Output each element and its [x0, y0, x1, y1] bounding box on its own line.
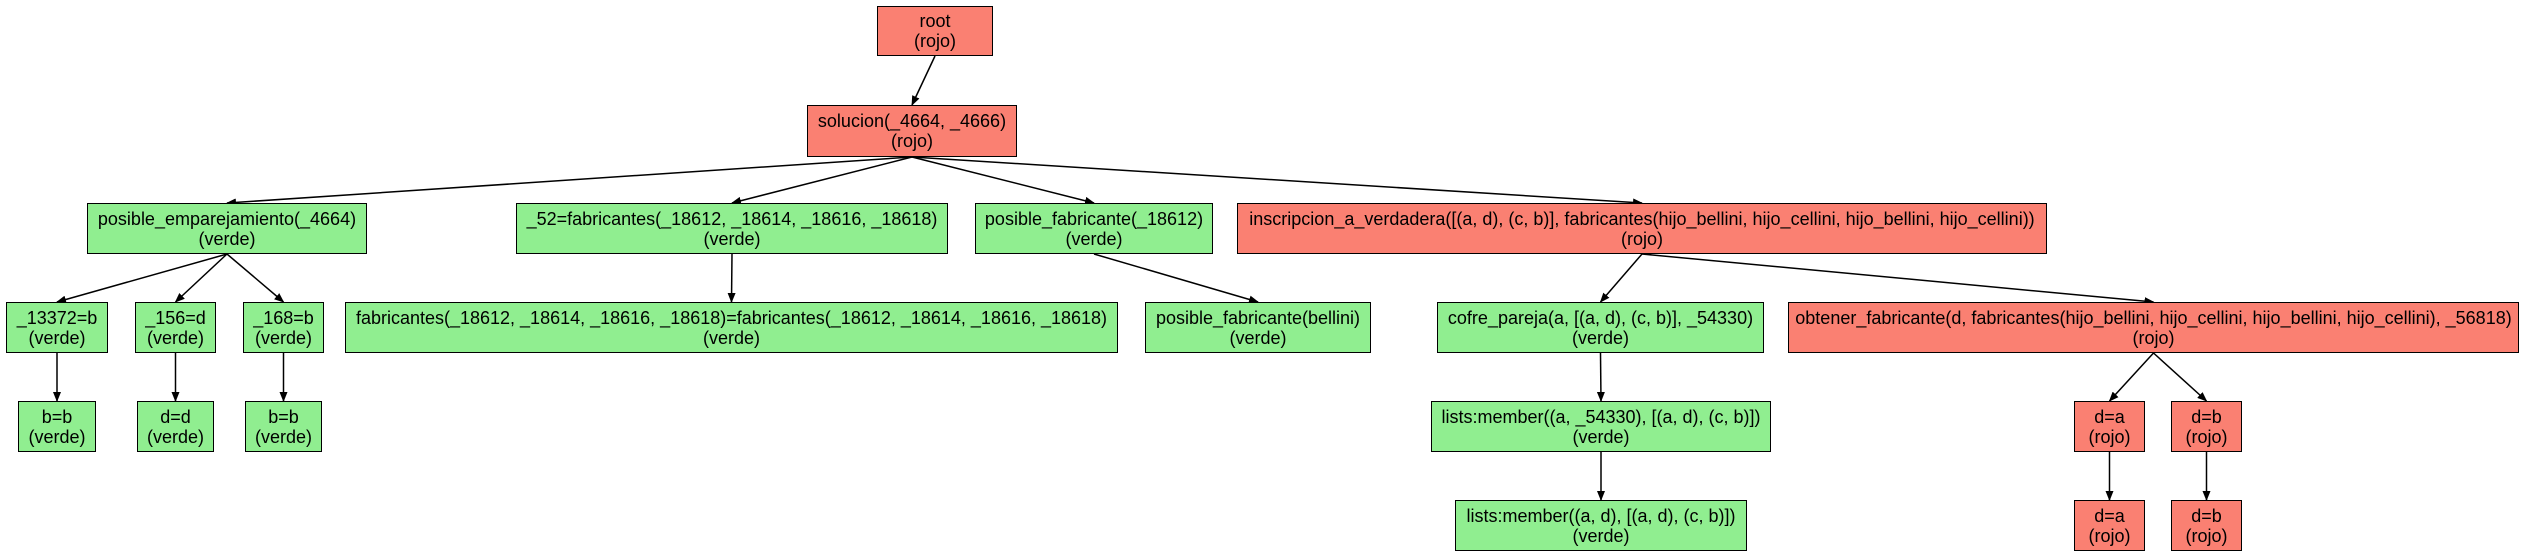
node-status: (rojo): [2185, 525, 2228, 546]
tree-node-bb2: b=b(verde): [245, 401, 322, 452]
tree-node-da2: d=a(rojo): [2074, 500, 2145, 551]
node-label: _168=b: [253, 307, 314, 328]
node-status: (rojo): [890, 131, 933, 151]
node-status: (verde): [1572, 525, 1630, 546]
node-label: d=a: [2094, 505, 2125, 526]
node-status: (rojo): [2088, 426, 2131, 447]
tree-node-fab52: _52=fabricantes(_18612, _18614, _18616, …: [516, 203, 948, 254]
node-label: d=b: [2191, 505, 2222, 526]
node-label: lists:member((a, _54330), [(a, d), (c, b…: [1441, 406, 1761, 427]
edge-posible-fab-to-posible-bellini: [1093, 253, 1259, 304]
node-label: root: [919, 11, 951, 31]
edge-solucion-to-posible-fab: [911, 156, 1095, 205]
edge-solucion-to-fab52: [731, 156, 913, 205]
tree-node-n13372: _13372=b(verde): [6, 302, 108, 353]
node-status: (rojo): [2132, 327, 2175, 348]
node-label: d=a: [2094, 406, 2125, 427]
node-label: b=b: [268, 406, 299, 427]
edge-inscripcion-to-obtener: [1641, 253, 2155, 306]
node-status: (verde): [1065, 228, 1123, 249]
node-status: (verde): [146, 426, 204, 447]
tree-node-db1: d=b(rojo): [2171, 401, 2242, 452]
node-label: posible_fabricante(_18612): [984, 208, 1204, 229]
edge-solucion-to-inscripcion: [911, 156, 1643, 207]
node-label: _52=fabricantes(_18612, _18614, _18616, …: [526, 208, 938, 229]
node-status: (verde): [702, 327, 760, 348]
node-label: cofre_pareja(a, [(a, d), (c, b)], _54330…: [1447, 307, 1754, 328]
node-status: (verde): [254, 327, 312, 348]
edge-fab52-to-fabeq: [727, 253, 736, 303]
node-status: (verde): [146, 327, 204, 348]
tree-node-dd: d=d(verde): [137, 401, 214, 452]
node-status: (rojo): [2088, 525, 2131, 546]
tree-node-da1: d=a(rojo): [2074, 401, 2145, 452]
tree-node-member1: lists:member((a, _54330), [(a, d), (c, b…: [1431, 401, 1771, 452]
node-status: (verde): [703, 228, 761, 249]
tree-node-n168: _168=b(verde): [243, 302, 324, 353]
tree-node-member2: lists:member((a, d), [(a, d), (c, b)])(v…: [1455, 500, 1747, 551]
node-status: (verde): [1571, 327, 1629, 348]
node-label: posible_emparejamiento(_4664): [97, 208, 357, 229]
node-label: d=d: [160, 406, 191, 427]
tree-node-bb1: b=b(verde): [18, 401, 96, 452]
tree-node-solucion: solucion(_4664, _4666)(rojo): [807, 105, 1017, 157]
node-status: (rojo): [913, 31, 956, 51]
edge-inscripcion-to-cofre: [1599, 253, 1643, 303]
node-status: (verde): [198, 228, 256, 249]
node-label: fabricantes(_18612, _18614, _18616, _186…: [355, 307, 1108, 328]
node-label: b=b: [41, 406, 73, 427]
tree-node-db2: d=b(rojo): [2171, 500, 2242, 551]
edge-obtener-to-da1: [2108, 352, 2155, 402]
edge-posible-emp-to-n168: [226, 253, 285, 303]
node-status: (verde): [254, 426, 312, 447]
tree-node-obtener: obtener_fabricante(d, fabricantes(hijo_b…: [1788, 302, 2519, 353]
edge-posible-emp-to-n156: [174, 253, 228, 303]
node-status: (rojo): [2185, 426, 2228, 447]
node-label: solucion(_4664, _4666): [817, 111, 1007, 131]
node-label: inscripcion_a_verdadera([(a, d), (c, b)]…: [1249, 208, 2035, 229]
tree-node-root: root(rojo): [877, 6, 993, 56]
edge-solucion-to-posible-emp: [226, 156, 913, 207]
node-status: (verde): [1572, 426, 1630, 447]
tree-node-fabeq: fabricantes(_18612, _18614, _18616, _186…: [345, 302, 1118, 353]
node-label: posible_fabricante(bellini): [1155, 307, 1361, 328]
edge-cofre-to-member1: [1596, 352, 1605, 402]
tree-node-cofre: cofre_pareja(a, [(a, d), (c, b)], _54330…: [1437, 302, 1764, 353]
tree-node-posible-emp: posible_emparejamiento(_4664)(verde): [87, 203, 367, 254]
node-status: (rojo): [1620, 228, 1663, 249]
node-label: d=b: [2191, 406, 2222, 427]
tree-node-posible-fab: posible_fabricante(_18612)(verde): [975, 203, 1213, 254]
node-label: obtener_fabricante(d, fabricantes(hijo_b…: [1795, 307, 2512, 328]
node-label: _13372=b: [16, 307, 98, 328]
tree-node-inscripcion: inscripcion_a_verdadera([(a, d), (c, b)]…: [1237, 203, 2047, 254]
edge-root-to-solucion: [911, 55, 936, 106]
edge-obtener-to-db1: [2152, 352, 2208, 402]
node-status: (verde): [1229, 327, 1287, 348]
tree-node-posible-bellini: posible_fabricante(bellini)(verde): [1145, 302, 1371, 353]
node-status: (verde): [28, 327, 86, 348]
node-label: lists:member((a, d), [(a, d), (c, b)]): [1466, 505, 1736, 526]
tree-node-n156: _156=d(verde): [135, 302, 216, 353]
node-status: (verde): [28, 426, 86, 447]
edge-posible-emp-to-n13372: [56, 253, 228, 304]
node-label: _156=d: [145, 307, 206, 328]
